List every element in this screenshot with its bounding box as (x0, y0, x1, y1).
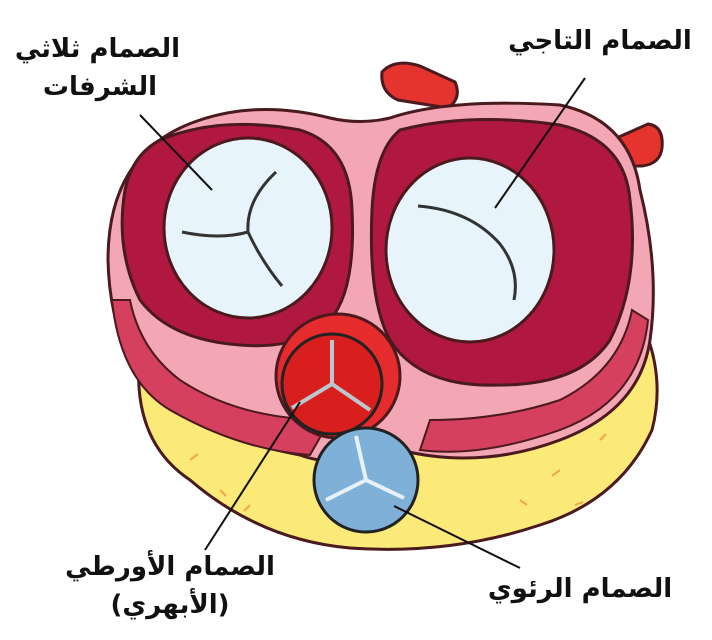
mitral-label: الصمام التاجي (500, 22, 700, 60)
tricuspid-label-line-2: الشرفات (20, 68, 180, 106)
tricuspid-label-line-1: الصمام ثلاثي (20, 30, 180, 68)
aortic-label-line-2: (الأبهري) (60, 586, 280, 624)
tricuspid-label: الصمام ثلاثي الشرفات (20, 30, 180, 106)
mitral-label-line-1: الصمام التاجي (500, 22, 700, 60)
aortic-label-line-1: الصمام الأورطي (60, 548, 280, 586)
pulmonary-label-line-1: الصمام الرئوي (480, 570, 680, 608)
pulmonary-label: الصمام الرئوي (480, 570, 680, 608)
vessel-stub-top (382, 63, 458, 108)
mitral-valve (386, 158, 554, 342)
aortic-label: الصمام الأورطي (الأبهري) (60, 548, 280, 624)
